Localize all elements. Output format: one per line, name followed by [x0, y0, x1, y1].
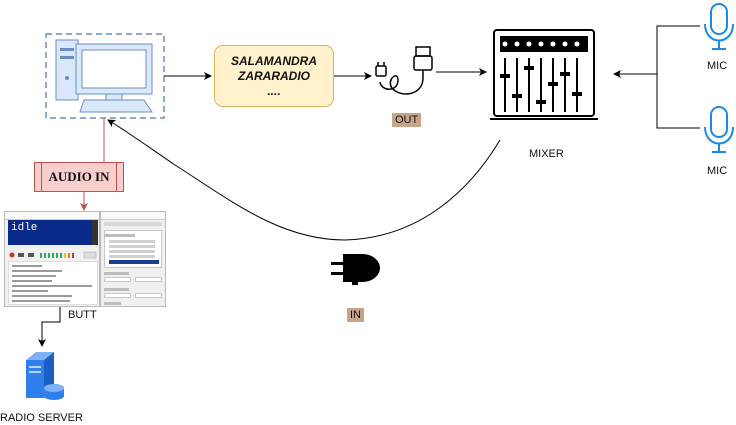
- usb-plug-icon: [375, 46, 433, 95]
- butt-controls: [8, 247, 98, 259]
- butt-status-display: idle: [8, 220, 92, 245]
- audio-in-label: AUDIO IN: [41, 162, 117, 192]
- radio-server-label: RADIO SERVER: [0, 412, 83, 424]
- butt-screenshot: idle: [4, 211, 100, 307]
- mic-icon: [704, 3, 734, 50]
- edge-mixer-to-computer: [107, 119, 501, 241]
- butt-label: BUTT: [68, 309, 97, 321]
- butt-status-text: idle: [11, 222, 38, 234]
- computer-icon: [45, 33, 165, 119]
- butt-settings-screenshot: [100, 211, 166, 307]
- edge-butt-to-server: [38, 307, 61, 347]
- audio-in-box: AUDIO IN: [34, 162, 124, 192]
- butt-titlebar: [5, 212, 99, 220]
- butt-vu-scroll: [92, 220, 98, 245]
- butt-log-panel: [8, 261, 98, 305]
- in-tag: IN: [347, 308, 364, 322]
- power-plug-icon: [331, 254, 380, 285]
- process-line-1: SALAMANDRA: [231, 54, 317, 68]
- mic-top-label: MIC: [707, 60, 728, 72]
- mixer-icon: [490, 29, 598, 120]
- edge-mics-to-mixer: [614, 25, 700, 129]
- process-box: SALAMANDRA ZARARADIO ....: [214, 45, 334, 107]
- mic-icon: [704, 106, 734, 153]
- mic-bottom-label: MIC: [707, 165, 728, 177]
- out-tag: OUT: [392, 113, 422, 127]
- server-icon: [26, 352, 64, 400]
- settings-titlebar: [101, 212, 165, 220]
- process-line-2: ZARARADIO: [238, 69, 310, 83]
- process-line-3: ....: [267, 84, 281, 98]
- mixer-label: MIXER: [529, 148, 564, 160]
